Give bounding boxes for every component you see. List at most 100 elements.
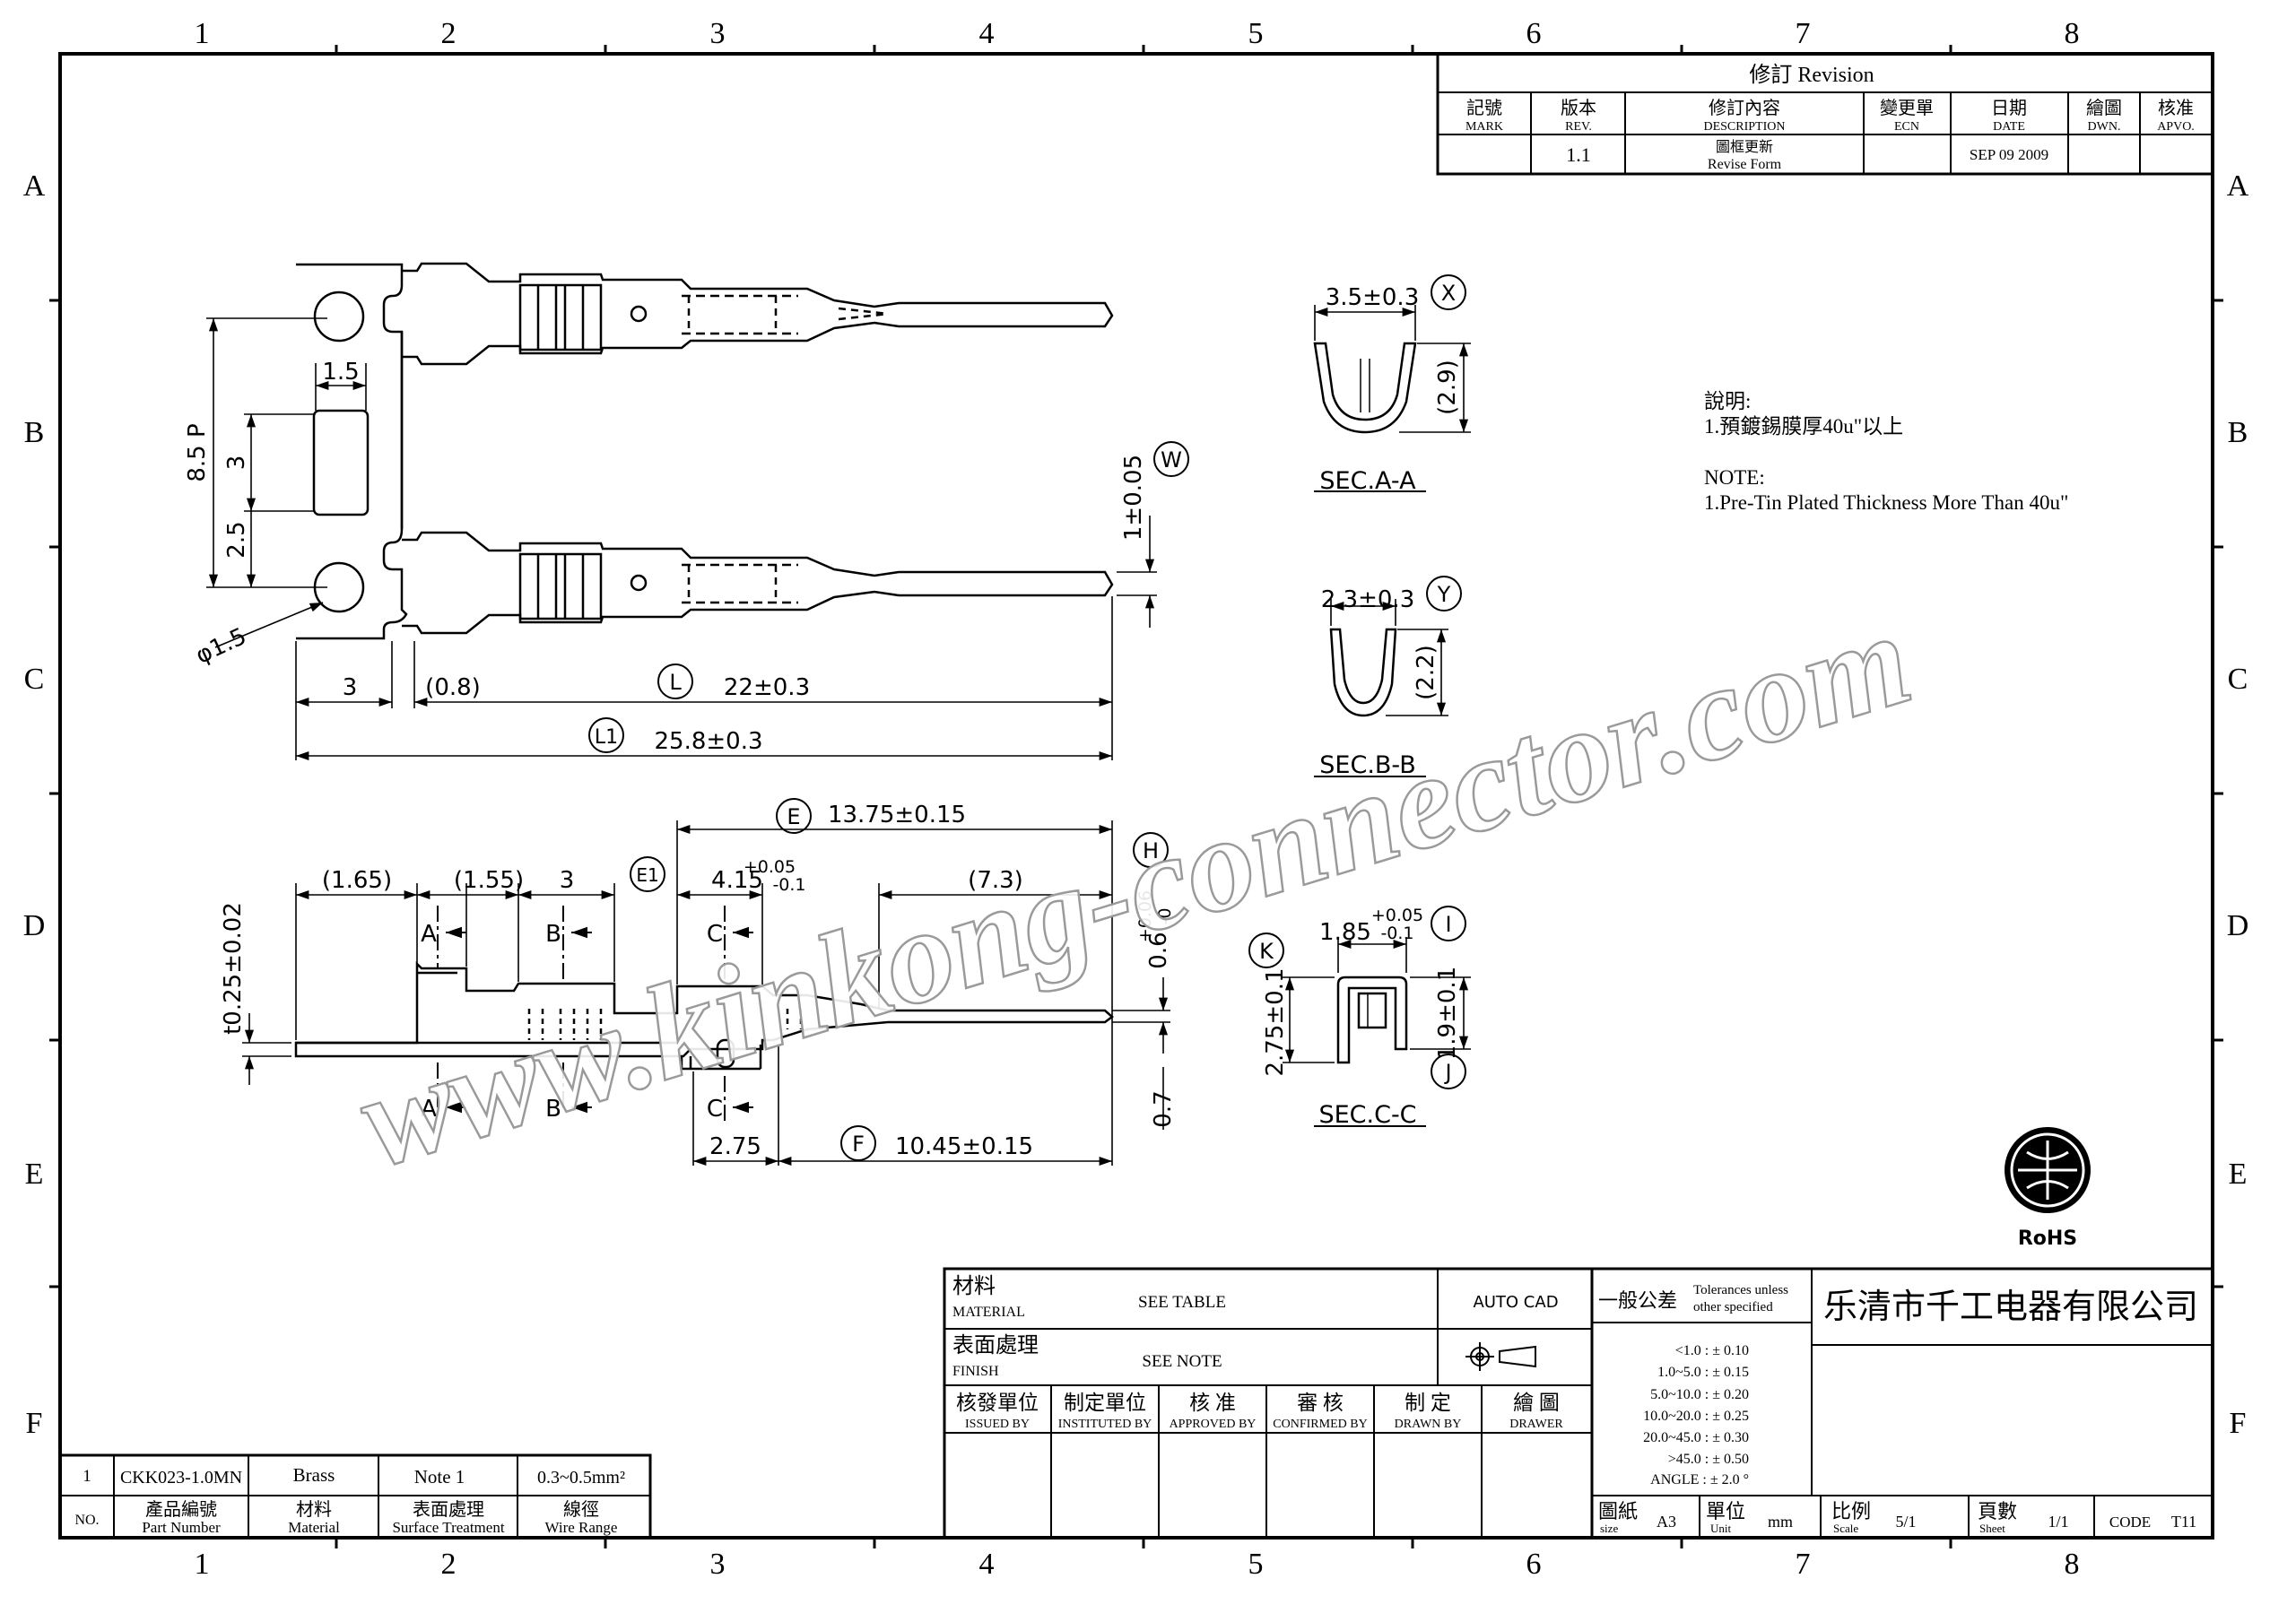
zone-col-label: 7 (1796, 1548, 1811, 1581)
zone-col-label: 6 (1526, 1548, 1542, 1581)
dim-I-tol-dn: -0.1 (1380, 924, 1413, 943)
tolerance-row: <1.0 : ± 0.10 (1675, 1343, 1749, 1358)
section-b-text: 2.3±0.3 (2.2) SEC.B-B Y (1319, 576, 1462, 779)
dim-1-65: (1.65) (322, 867, 392, 894)
signoff-zh: 核 准 (1189, 1392, 1236, 1414)
zone-row-label: A (23, 169, 46, 203)
zone-col-label: 5 (1248, 17, 1264, 50)
tolerance-en-2: other specified (1693, 1300, 1773, 1314)
tag-K: K (1259, 939, 1274, 964)
signoff-zh: 審 核 (1297, 1392, 1344, 1414)
tolerance-row: >45.0 : ± 0.50 (1668, 1452, 1749, 1467)
zone-row-label: A (2227, 169, 2249, 203)
rev-header-zh: 記號 (1466, 98, 1502, 118)
dim-0-8: (0.8) (425, 674, 481, 701)
top-view-dim-text: 1.5 8.5 P 3 2.5 φ1.5 3 (0.8) 22±0.3 25.8… (184, 359, 1147, 755)
section-c-bottom: C (707, 1096, 723, 1123)
rev-header-zh: 版本 (1561, 98, 1596, 118)
zone-row-label: E (25, 1158, 44, 1191)
unit-zh: 單位 (1706, 1500, 1745, 1522)
dim-I-tol-up: +0.05 (1371, 906, 1423, 925)
dim-2-5: 2.5 (223, 521, 250, 558)
revision-table (1436, 52, 2214, 176)
dim-W: 1±0.05 (1120, 455, 1147, 541)
zone-col-label: 2 (441, 1548, 457, 1581)
sheet-value: 1/1 (2048, 1513, 2068, 1531)
terminal-1-outline (402, 262, 1114, 366)
section-b-dims (1314, 599, 1448, 777)
zone-col-label: 3 (710, 1548, 726, 1581)
title-block-text: 材料 MATERIAL SEE TABLE 表面處理 FINISH SEE NO… (952, 1274, 2198, 1535)
code-label: CODE (2109, 1514, 2151, 1531)
signoff-en: DRAWN BY (1395, 1418, 1462, 1431)
section-marker-labels: A A B B C C (421, 921, 723, 1123)
crimp-barrel-2 (518, 552, 603, 620)
note-zh-title: 說明: (1704, 390, 1751, 412)
zone-row-label: F (2230, 1407, 2247, 1440)
zone-col-label: 6 (1526, 17, 1542, 50)
parts-header-zh: 線徑 (563, 1499, 599, 1520)
zone-col-label: 1 (195, 1548, 210, 1581)
tag-L1: L1 (595, 726, 618, 749)
tag-L: L (669, 670, 682, 695)
parts-header-en: Surface Treatment (392, 1519, 504, 1536)
carrier-strip (296, 263, 408, 640)
dim-E1-tol-up: +0.05 (744, 857, 796, 877)
dim-pitch: 8.5 P (184, 423, 211, 481)
section-c-profile (1336, 976, 1408, 1064)
tag-X: X (1441, 281, 1456, 306)
finish-en: FINISH (952, 1364, 999, 1379)
zone-row-label: D (23, 909, 46, 942)
finish-value: SEE NOTE (1142, 1352, 1222, 1371)
section-b-bottom: B (545, 1096, 561, 1123)
dim-H-tol-dn: -0 (1155, 908, 1175, 925)
unit-en: Unit (1710, 1522, 1732, 1535)
rohs-logo: RoHS (2005, 1127, 2091, 1250)
rohs-label: RoHS (2018, 1227, 2077, 1250)
section-a-profile (1313, 342, 1417, 434)
size-zh: 圖紙 (1598, 1500, 1638, 1522)
title-block (943, 1267, 2214, 1540)
material-zh: 材料 (952, 1274, 996, 1298)
rev-header-en: DESCRIPTION (1703, 120, 1785, 134)
dim-I: 1.85 (1319, 919, 1371, 946)
signoff-zh: 制 定 (1405, 1392, 1451, 1414)
zone-row-label: E (2229, 1158, 2248, 1191)
section-c-text: 1.85 +0.05 -0.1 2.75±0.1 1.9±0.1 SEC.C-C… (1248, 906, 1466, 1129)
revision-title: 修訂 Revision (1749, 63, 1874, 87)
note-en-title: NOTE: (1704, 466, 1765, 489)
revision-text: 修訂 Revision 記號 MARK 版本 REV. 修訂內容 DESCRIP… (1465, 63, 2195, 172)
section-a-top: A (421, 921, 437, 948)
dim-1-5: 1.5 (322, 359, 359, 386)
tolerance-row: 1.0~5.0 : ± 0.15 (1657, 1365, 1749, 1380)
dim-1-55: (1.55) (454, 867, 524, 894)
tag-F: F (852, 1132, 865, 1157)
top-view (296, 262, 1114, 640)
scale-value: 5/1 (1895, 1513, 1916, 1531)
rev-header-zh: 變更單 (1880, 98, 1934, 118)
section-a-title: SEC.A-A (1319, 467, 1416, 495)
note-en-line: 1.Pre-Tin Plated Thickness More Than 40u… (1704, 491, 2068, 514)
tolerance-zh: 一般公差 (1598, 1289, 1677, 1312)
dim-Y: 2.3±0.3 (1321, 586, 1414, 613)
zone-row-label: D (2227, 909, 2249, 942)
dim-E: 13.75±0.15 (828, 802, 966, 828)
section-a-bottom: A (421, 1096, 437, 1123)
signoff-zh: 核發單位 (956, 1392, 1039, 1414)
top-view-tags: L L1 W (588, 441, 1189, 753)
side-view (294, 960, 1114, 1071)
section-c-dims (1283, 937, 1471, 1127)
signoff-en: CONFIRMED BY (1273, 1418, 1367, 1431)
dim-3: 3 (343, 674, 358, 701)
parts-header-en: Wire Range (545, 1519, 618, 1536)
rev-header-en: ECN (1894, 120, 1919, 134)
rev-header-en: DATE (1993, 120, 2025, 134)
section-a (1313, 342, 1417, 434)
rev-date: SEP 09 2009 (1970, 146, 2048, 163)
rev-header-zh: 修訂內容 (1709, 98, 1780, 118)
unit-value: mm (1768, 1513, 1793, 1531)
zone-row-label: F (26, 1407, 43, 1440)
tag-Y: Y (1437, 582, 1451, 607)
zone-labels: 1 2 3 4 5 6 7 8 1 2 3 4 5 6 7 8 A B C D … (23, 17, 2249, 1581)
